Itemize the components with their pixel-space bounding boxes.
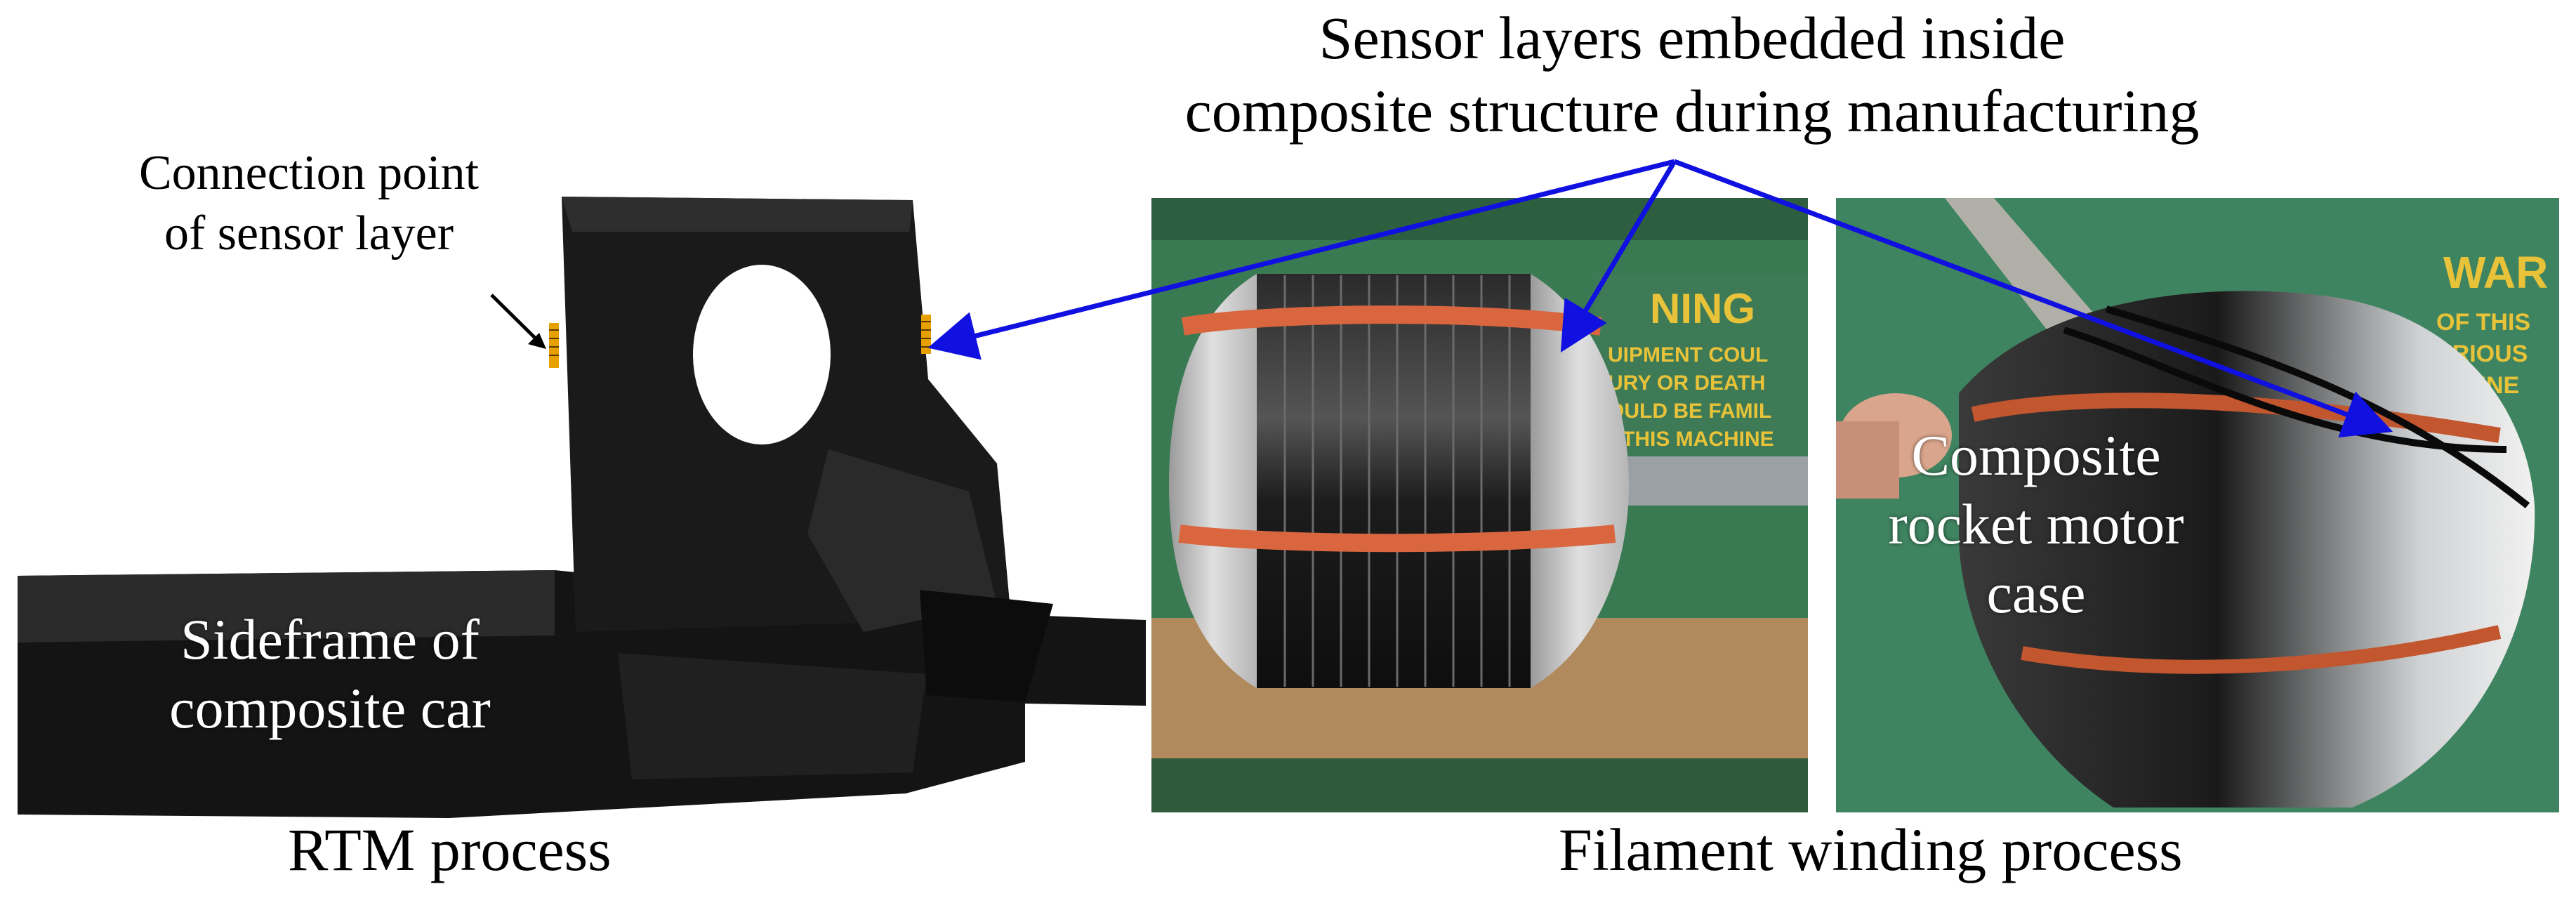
connection-label-line-1: Connection point: [138, 146, 480, 200]
sideframe-photo: [18, 197, 1146, 818]
warning-sign-1-line-2: UIPMENT COUL: [1608, 343, 1768, 367]
arrow-to-sideframe: [927, 159, 1675, 360]
sideframe-label: Sideframe of composite car: [91, 605, 569, 743]
connection-point-label: Connection point of sensor layer: [91, 143, 527, 264]
pressure-vessel-photo: NING UIPMENT COUL URY OR DEATH OULD BE F…: [1151, 198, 1808, 812]
warning-sign-2-line-1: WAR: [2443, 247, 2548, 298]
warning-sign-1-line-3: URY OR DEATH: [1608, 371, 1765, 395]
rocket-motor-label: Composite rocket motor case: [1818, 421, 2254, 628]
warning-sign-2-line-2: OF THIS: [2436, 309, 2530, 336]
arrow-to-pressure-vessel: [1560, 160, 1677, 353]
sideframe-label-line-2: composite car: [169, 676, 491, 740]
filament-winding-caption: Filament winding process: [1559, 816, 2183, 883]
title-line-1: Sensor layers embedded inside: [1319, 4, 2066, 72]
figure-title: Sensor layers embedded inside composite …: [1095, 1, 2289, 147]
rocket-label-line-1: Composite: [1911, 423, 2161, 487]
warning-sign-1-line-1: NING: [1650, 285, 1755, 332]
title-line-2: composite structure during manufacturing: [1184, 77, 2200, 145]
title-arrows: [927, 159, 2393, 438]
sensor-connection-left: [549, 323, 559, 368]
rocket-label-line-2: rocket motor: [1888, 492, 2184, 556]
sensor-connection-right: [921, 315, 931, 354]
sideframe-label-line-1: Sideframe of: [180, 607, 480, 671]
connection-label-line-2: of sensor layer: [164, 206, 454, 261]
rocket-label-line-3: case: [1986, 561, 2086, 625]
warning-sign-1-line-5: THIS MACHINE: [1622, 428, 1774, 451]
rtm-process-caption: RTM process: [288, 816, 612, 883]
arrow-to-rocket-case: [1673, 159, 2393, 438]
warning-sign-1-line-4: OULD BE FAMIL: [1608, 400, 1771, 423]
